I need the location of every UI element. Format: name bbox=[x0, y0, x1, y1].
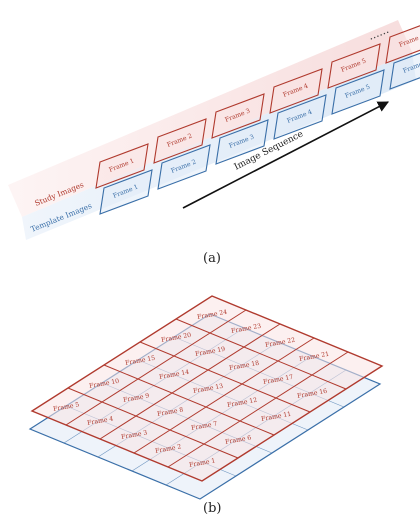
study-frame-6-box bbox=[385, 25, 420, 64]
study-frame-1: Frame 1 bbox=[95, 143, 149, 189]
study-frame-4: Frame 4 bbox=[269, 68, 323, 114]
grid-frame-label: Frame 1 bbox=[189, 457, 216, 468]
study-grid-line bbox=[175, 318, 347, 390]
study-grid-line bbox=[167, 351, 349, 468]
caption-b: (b) bbox=[203, 501, 221, 516]
study-grid-line bbox=[67, 387, 239, 459]
study-frame-2-box bbox=[153, 118, 207, 164]
study-frame-6: Frame 6 bbox=[385, 25, 420, 64]
grid-frame-label: Frame 9 bbox=[123, 392, 150, 403]
study-frame-3-box bbox=[211, 93, 265, 139]
study-frame-1-box bbox=[95, 143, 149, 189]
template-frame-2-box bbox=[157, 144, 211, 190]
caption-a: (a) bbox=[203, 251, 221, 266]
study-sheet bbox=[30, 295, 384, 482]
study-frame-2: Frame 2 bbox=[153, 118, 207, 164]
study-grid-line bbox=[103, 364, 275, 436]
template-frame-1-box bbox=[99, 169, 153, 215]
study-grid-line bbox=[133, 337, 315, 454]
grid-frame-label: Frame 8 bbox=[157, 406, 184, 417]
template-frame-3: Frame 3 bbox=[215, 119, 269, 165]
template-frame-1: Frame 1 bbox=[99, 169, 153, 215]
grid-frame-label: Frame 2 bbox=[155, 443, 182, 454]
grid-frame-label: Frame 7 bbox=[191, 420, 218, 431]
study-frame-3: Frame 3 bbox=[211, 93, 265, 139]
template-frame-2: Frame 2 bbox=[157, 144, 211, 190]
template-frame-4: Frame 4 bbox=[273, 94, 327, 140]
study-frame-5: Frame 5 bbox=[327, 43, 381, 89]
study-grid-line bbox=[65, 309, 247, 426]
template-frame-3-box bbox=[215, 119, 269, 165]
grid-frame-label: Frame 4 bbox=[87, 415, 114, 426]
panel-a: Study Images Template Images Frame 1Fram… bbox=[8, 20, 420, 266]
study-grid-line bbox=[139, 341, 311, 413]
grid-frame-label: Frame 6 bbox=[225, 434, 252, 445]
study-grid-line bbox=[99, 323, 281, 440]
template-frame-6: Frame 6 bbox=[389, 52, 420, 90]
sequence-arrow bbox=[182, 101, 389, 209]
grid-frame-label: Frame 3 bbox=[121, 429, 148, 440]
template-frame-6-box bbox=[389, 52, 420, 90]
grid-frame-label: Frame 5 bbox=[53, 401, 80, 412]
template-frame-5-box bbox=[331, 69, 385, 115]
template-frame-5: Frame 5 bbox=[331, 69, 385, 115]
template-frame-4-box bbox=[273, 94, 327, 140]
study-frame-5-box bbox=[327, 43, 381, 89]
study-frame-4-box bbox=[269, 68, 323, 114]
